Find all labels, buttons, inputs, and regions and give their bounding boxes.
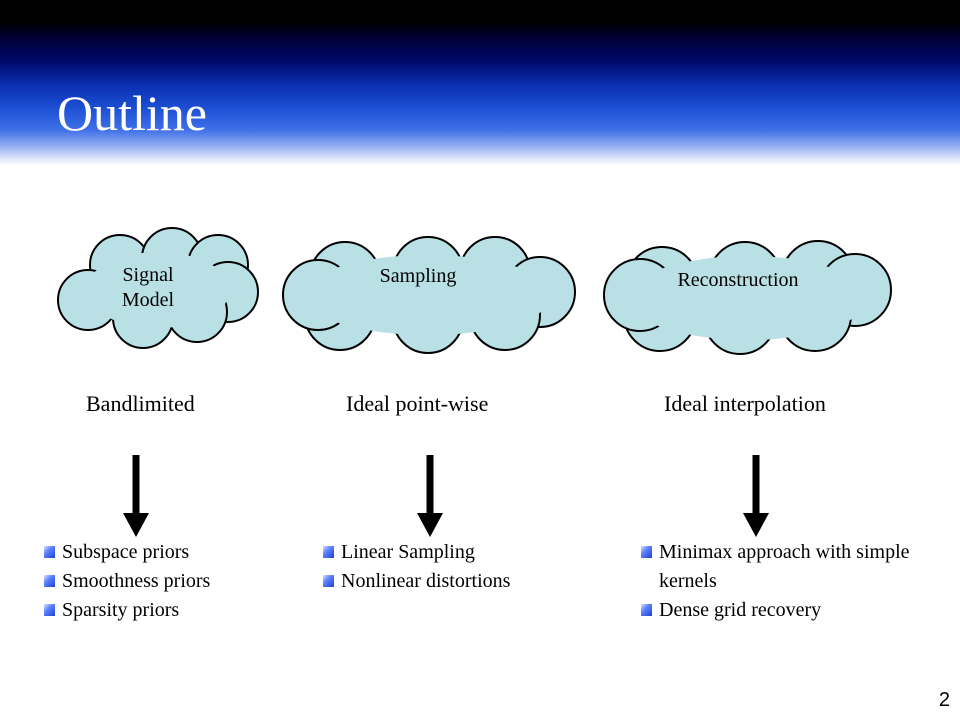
bullet-icon [323,575,334,587]
list-item: Minimax approach with simple kernels [641,538,926,596]
bullet-icon [323,546,334,558]
bullet-icon [44,604,55,616]
sampling-cloud [282,236,576,354]
list-item: Smoothness priors [44,567,210,596]
caption-ideal-interpolation: Ideal interpolation [664,391,826,416]
bullet-icon [641,604,652,616]
slide-title: Outline [57,85,207,141]
list-item: Subspace priors [44,538,210,567]
list-item: Dense grid recovery [641,596,926,625]
list-item: Sparsity priors [44,596,210,625]
sampling-bullets: Linear Sampling Nonlinear distortions [323,538,510,596]
list-item: Nonlinear distortions [323,567,510,596]
signal-model-bullets: Subspace priors Smoothness priors Sparsi… [44,538,210,625]
list-item: Linear Sampling [323,538,510,567]
cloud-label-sampling: Sampling [379,265,457,287]
arrow-down-icon [743,455,769,537]
signal-model-cloud [57,227,259,349]
bullet-icon [641,546,652,558]
bullet-icon [44,575,55,587]
caption-bandlimited: Bandlimited [86,391,195,416]
reconstruction-cloud [603,240,892,355]
reconstruction-bullets: Minimax approach with simple kernels Den… [641,538,926,625]
page-number: 2 [938,689,950,711]
cloud-label-signal-model: Signal Model [121,264,175,311]
arrow-down-icon [123,455,149,537]
arrow-down-icon [417,455,443,537]
bullet-icon [44,546,55,558]
caption-ideal-point-wise: Ideal point-wise [346,391,489,416]
title-bar [0,0,960,165]
cloud-label-reconstruction: Reconstruction [677,269,799,291]
